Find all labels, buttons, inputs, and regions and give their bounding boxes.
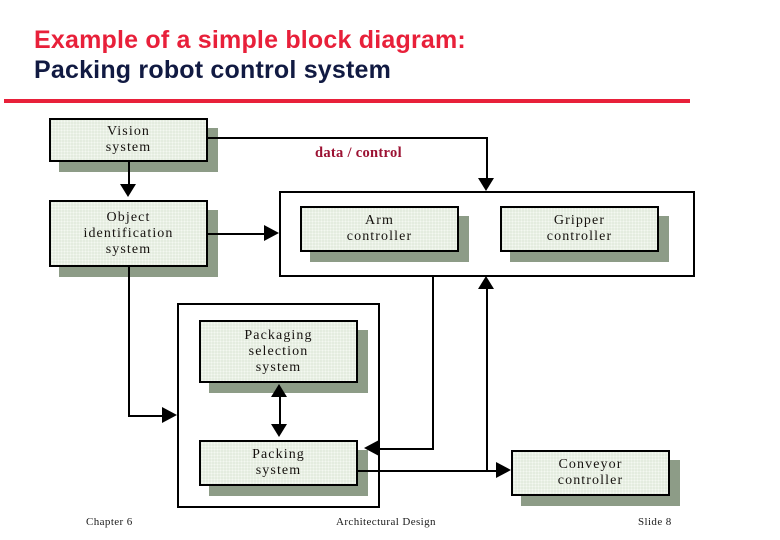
- edge-feedback-to-controller-vertical: [486, 288, 488, 470]
- node-arm-controller-label: Arm controller: [346, 213, 413, 244]
- edge-feedback-to-controller-arrowhead: [478, 276, 494, 289]
- edge-controller-to-packing-horizontal: [376, 448, 434, 450]
- edge-object-to-controller-horizontal: [206, 233, 268, 235]
- edge-object-to-packaging-horizontal: [128, 415, 166, 417]
- title-line-1: Example of a simple block diagram:: [34, 26, 466, 54]
- annotation-data-control: data / control: [315, 145, 402, 161]
- edge-object-to-packaging-vertical: [128, 265, 130, 415]
- edge-controller-to-packing-vertical: [432, 277, 434, 448]
- node-gripper-controller[interactable]: Gripper controller: [500, 206, 659, 252]
- edge-vision-to-object-vertical: [128, 160, 130, 186]
- node-object-identification-system-label: Object identification system: [83, 209, 174, 257]
- node-conveyor-controller[interactable]: Conveyor controller: [511, 450, 670, 496]
- edge-vision-to-controller-arrowhead: [478, 178, 494, 191]
- edge-packaging-packing-arrowhead-up: [271, 384, 287, 397]
- edge-object-to-packaging-arrowhead: [162, 407, 177, 423]
- footer-subject: Architectural Design: [336, 516, 436, 528]
- edge-packaging-packing-vertical: [279, 392, 281, 429]
- footer-chapter: Chapter 6: [86, 516, 133, 528]
- node-packing-system-label: Packing system: [252, 447, 305, 478]
- page-title: Example of a simple block diagram: Packi…: [34, 26, 734, 85]
- node-conveyor-controller-label: Conveyor controller: [557, 457, 624, 488]
- edge-packaging-packing-arrowhead-down: [271, 424, 287, 437]
- edge-vision-to-object-arrowhead: [120, 184, 136, 197]
- node-vision-system-label: Vision system: [105, 124, 152, 155]
- node-packaging-selection-system[interactable]: Packaging selection system: [199, 320, 358, 383]
- node-vision-system[interactable]: Vision system: [49, 118, 208, 162]
- node-object-identification-system[interactable]: Object identification system: [49, 200, 208, 267]
- node-gripper-controller-label: Gripper controller: [546, 213, 613, 244]
- node-packaging-selection-system-label: Packaging selection system: [244, 327, 313, 375]
- node-arm-controller[interactable]: Arm controller: [300, 206, 459, 252]
- edge-vision-to-controller-horizontal: [206, 137, 487, 139]
- edge-vision-to-controller-vertical: [486, 137, 488, 181]
- edge-packing-to-conveyor-horizontal: [358, 470, 503, 472]
- footer-slide-number: Slide 8: [638, 516, 672, 528]
- title-line-2: Packing robot control system: [34, 56, 392, 84]
- edge-object-to-controller-arrowhead: [264, 225, 279, 241]
- edge-packing-to-conveyor-arrowhead: [496, 462, 511, 478]
- edge-controller-to-packing-arrowhead: [364, 440, 379, 456]
- title-divider-rule: [4, 99, 690, 103]
- node-packing-system[interactable]: Packing system: [199, 440, 358, 486]
